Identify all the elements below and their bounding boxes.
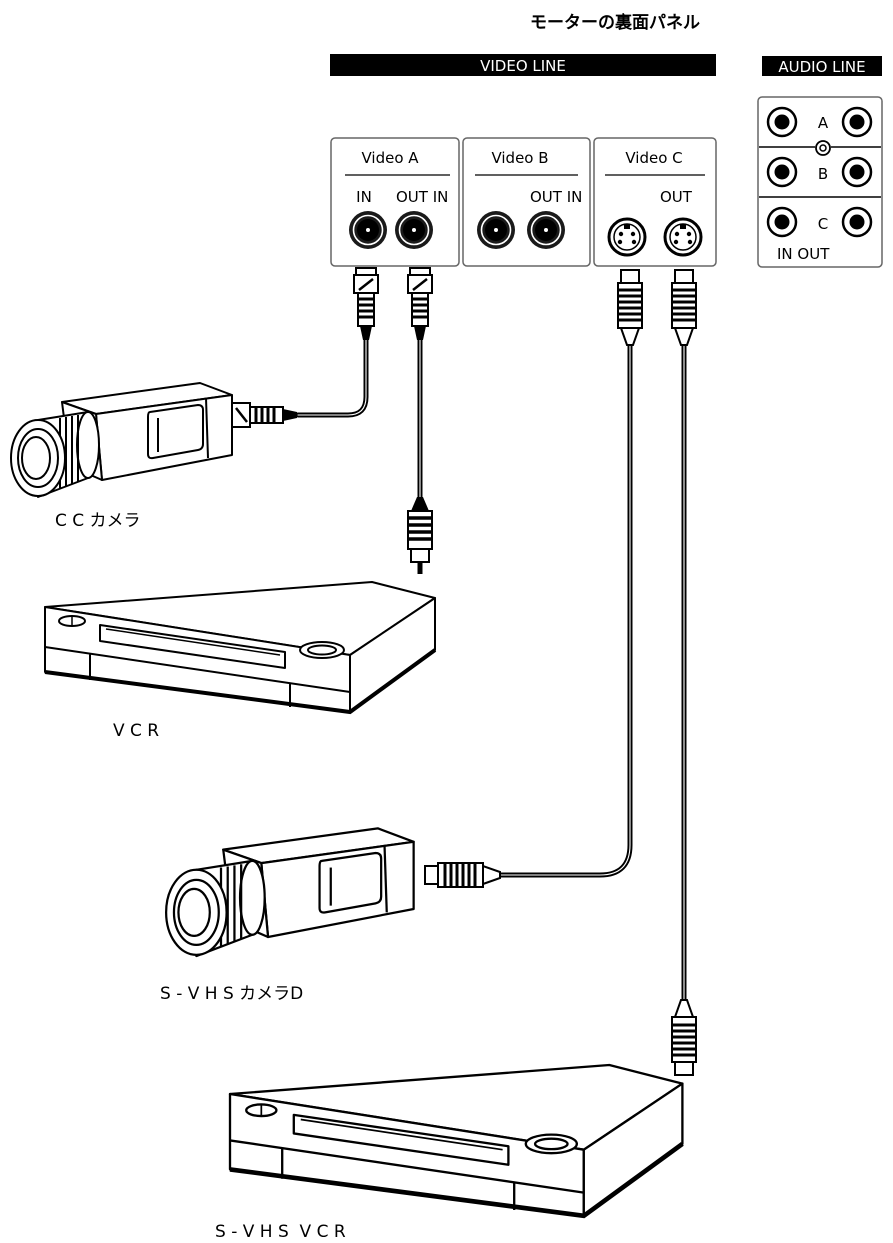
video-c-in-s-video-jack-icon xyxy=(607,217,647,257)
audio-io-label: IN OUT xyxy=(777,245,830,263)
bnc-plug-icon xyxy=(223,401,299,429)
cc-camera-label: C C カメラ xyxy=(55,511,141,531)
audio-a-out-rca-jack-icon xyxy=(841,106,873,138)
video-a-in-bnc-jack-icon xyxy=(348,210,388,250)
vcr-icon xyxy=(43,580,437,714)
video-a-in-label: IN xyxy=(356,188,372,206)
cable-s-vhs-camera xyxy=(497,342,633,878)
vcr-label: V C R xyxy=(113,721,159,741)
video-line-bar: VIDEO LINE xyxy=(330,54,716,76)
audio-line-label: AUDIO LINE xyxy=(778,58,865,76)
s-vhs-camera-icon xyxy=(165,827,415,958)
s-video-plug-icon xyxy=(670,998,698,1077)
cc-camera-icon xyxy=(10,382,233,498)
cable-cc-camera xyxy=(295,337,369,418)
s-vhs-vcr-icon xyxy=(230,1065,682,1216)
video-a-out-bnc-jack-icon xyxy=(394,210,434,250)
audio-b-out-rca-jack-icon xyxy=(841,156,873,188)
panel-title: モーターの裏面パネル xyxy=(530,12,700,33)
audio-channel-c-label: C xyxy=(818,215,828,233)
rca-plug-icon xyxy=(406,495,434,576)
audio-c-out-rca-jack-icon xyxy=(841,206,873,238)
video-a-title: Video A xyxy=(361,149,419,167)
video-b-out-label: OUT IN xyxy=(530,188,582,206)
s-vhs-vcr-label: S - V H S V C R xyxy=(215,1222,346,1242)
video-b-panel: Video B OUT IN xyxy=(462,137,591,267)
audio-channel-b-label: B xyxy=(818,165,828,183)
video-b-in-bnc-jack-icon xyxy=(476,210,516,250)
audio-a-in-rca-jack-icon xyxy=(766,106,798,138)
s-video-plug-icon xyxy=(423,861,502,889)
s-video-plug-icon xyxy=(616,268,644,347)
video-c-out-s-video-jack-icon xyxy=(663,217,703,257)
audio-line-panel: A B C IN OUT xyxy=(757,96,883,268)
video-c-title: Video C xyxy=(625,149,682,167)
video-b-out-bnc-jack-icon xyxy=(526,210,566,250)
s-vhs-camera-label: S - V H S カメラD xyxy=(160,984,303,1004)
audio-c-in-rca-jack-icon xyxy=(766,206,798,238)
audio-line-bar: AUDIO LINE xyxy=(762,56,882,76)
audio-b-in-rca-jack-icon xyxy=(766,156,798,188)
bnc-plug-icon xyxy=(352,266,380,342)
video-b-title: Video B xyxy=(491,149,548,167)
s-video-plug-icon xyxy=(670,268,698,347)
video-a-out-label: OUT IN xyxy=(396,188,448,206)
audio-channel-a-label: A xyxy=(818,114,829,132)
video-c-panel: Video C OUT xyxy=(593,137,717,267)
video-a-panel: Video A IN OUT IN xyxy=(330,137,460,267)
bnc-plug-icon xyxy=(406,266,434,342)
video-c-out-label: OUT xyxy=(660,188,693,206)
video-line-label: VIDEO LINE xyxy=(480,57,566,75)
